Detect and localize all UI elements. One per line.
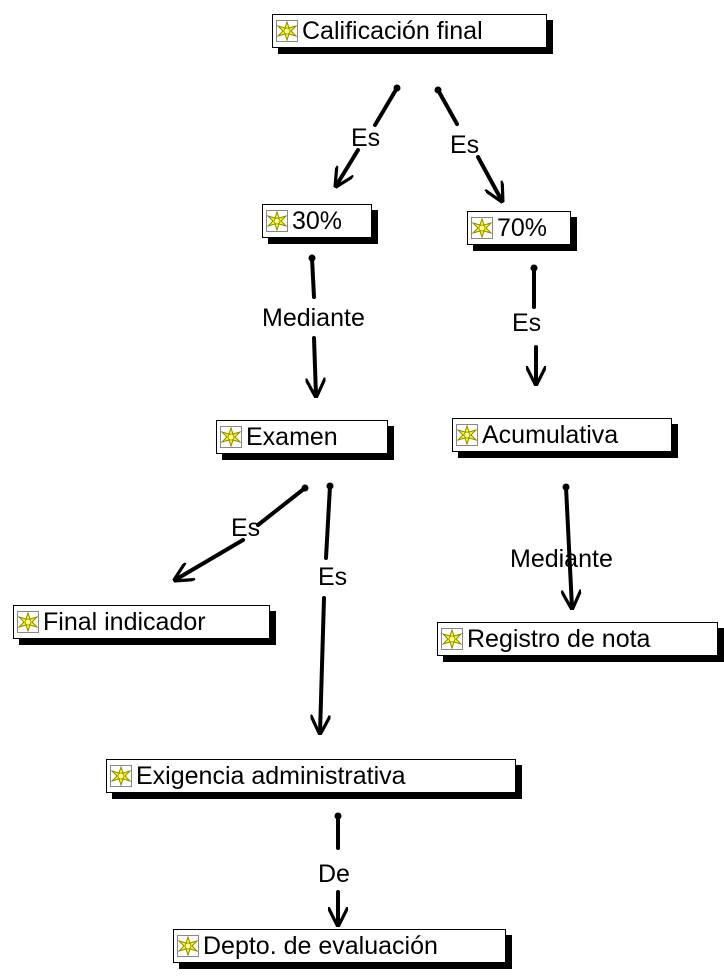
concept-sparkle-icon	[471, 217, 493, 239]
link-start-dot	[530, 264, 538, 272]
label-es-70: Es	[512, 309, 542, 337]
node-exigencia-administrativa[interactable]: Exigencia administrativa	[106, 759, 516, 793]
node-acumulativa[interactable]: Acumulativa	[452, 418, 672, 452]
node-30-percent[interactable]: 30%	[262, 204, 372, 238]
label-es-exigencia: Es	[318, 563, 348, 591]
link-start-dot	[434, 86, 442, 94]
node-label: Final indicador	[43, 607, 206, 636]
node-label: Calificación final	[302, 16, 483, 45]
link-mediante-right	[566, 485, 572, 608]
link-mediante-left	[312, 256, 316, 396]
node-registro-de-nota[interactable]: Registro de nota	[437, 622, 718, 656]
label-es-final: Es	[231, 514, 261, 542]
link-start-dot	[326, 482, 334, 490]
link-start-dot	[562, 483, 570, 491]
link-es-final	[175, 486, 307, 580]
link-es-70	[534, 266, 536, 384]
link-start-dot	[393, 84, 401, 92]
label-de: De	[318, 860, 350, 888]
label-es-right: Es	[450, 131, 480, 159]
node-label: Exigencia administrativa	[136, 761, 406, 790]
concept-sparkle-icon	[220, 426, 242, 448]
node-label: Depto. de evaluación	[203, 931, 438, 960]
label-mediante-left: Mediante	[262, 304, 365, 332]
node-label: Registro de nota	[467, 624, 651, 653]
concept-sparkle-icon	[17, 611, 39, 633]
link-start-dot	[334, 812, 342, 820]
link-start-dot	[308, 254, 316, 262]
concept-sparkle-icon	[276, 20, 298, 42]
node-calificacion-final[interactable]: Calificación final	[272, 14, 547, 48]
node-final-indicador[interactable]: Final indicador	[13, 605, 270, 639]
link-es-left	[336, 86, 399, 186]
concept-sparkle-icon	[177, 935, 199, 957]
node-label: Acumulativa	[482, 420, 619, 449]
concept-sparkle-icon	[266, 210, 288, 232]
link-start-dot	[301, 484, 309, 492]
node-label: 70%	[497, 213, 548, 242]
concept-sparkle-icon	[456, 424, 478, 446]
node-examen[interactable]: Examen	[216, 420, 388, 454]
node-label: 30%	[292, 206, 343, 235]
label-es-left: Es	[351, 124, 381, 152]
concept-sparkle-icon	[441, 628, 463, 650]
link-es-right	[436, 88, 502, 201]
link-es-exigencia	[320, 484, 330, 733]
concept-sparkle-icon	[110, 765, 132, 787]
node-depto-de-evaluacion[interactable]: Depto. de evaluación	[173, 929, 506, 963]
label-mediante-right: Mediante	[510, 545, 613, 573]
node-70-percent[interactable]: 70%	[467, 211, 571, 245]
node-label: Examen	[246, 422, 338, 451]
